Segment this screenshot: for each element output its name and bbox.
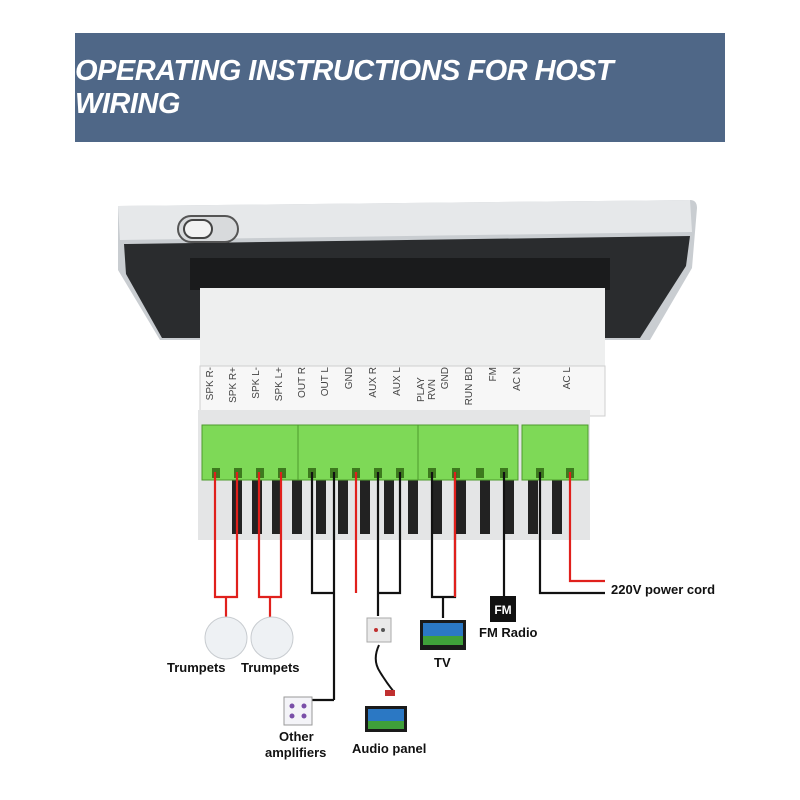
trumpet-speaker-2	[250, 616, 294, 660]
trumpets-label-2: Trumpets	[241, 660, 300, 675]
terminal-label: OUT R	[297, 367, 308, 398]
tv-wire	[430, 472, 457, 618]
terminal-label: AC L	[562, 367, 573, 390]
power-wire	[538, 472, 605, 595]
terminal-label: AC N	[512, 367, 523, 391]
terminal-label: SPK R-	[205, 367, 216, 401]
fm-radio-label: FM Radio	[479, 625, 538, 640]
amplifier-panel-icon	[283, 696, 313, 726]
terminal-label: PLAY RVN	[416, 377, 438, 403]
aux-wire-audio-panel	[376, 472, 402, 616]
terminal-label: SPK L+	[274, 367, 285, 402]
trumpet-speaker-1	[204, 616, 248, 660]
banner-title: OPERATING INSTRUCTIONS FOR HOST WIRING	[75, 54, 614, 120]
trumpets-label-1: Trumpets	[167, 660, 226, 675]
other-amplifiers-label-line2: amplifiers	[265, 745, 327, 760]
terminal-label: SPK R+	[228, 367, 239, 403]
audio-panel-label: Audio panel	[352, 741, 427, 756]
terminal-label: FM	[488, 367, 499, 382]
speaker-wire-left	[257, 472, 283, 618]
terminal-label: RUN BD	[464, 367, 475, 406]
tv-icon	[420, 620, 466, 650]
fm-icon-text: FM	[494, 603, 511, 617]
other-amplifiers-label-line1: Other	[279, 729, 314, 744]
slide-switch[interactable]	[177, 215, 239, 243]
fm-icon: FM	[490, 596, 516, 622]
terminal-label: SPK L-	[251, 367, 262, 399]
terminal-label: GND	[440, 367, 451, 390]
tv-label: TV	[434, 655, 451, 670]
speaker-wire-right	[213, 472, 239, 618]
audio-socket-icon	[366, 617, 395, 696]
title-banner: OPERATING INSTRUCTIONS FOR HOST WIRING	[75, 33, 725, 142]
terminal-label: AUX L	[392, 367, 403, 396]
power-cord-label: 220V power cord	[611, 582, 716, 597]
out-wire-amplifier	[310, 472, 358, 702]
terminal-label: AUX R	[368, 367, 379, 398]
terminal-label: OUT L	[320, 367, 331, 397]
terminal-label: GND	[344, 367, 355, 390]
terminal-block-power	[521, 424, 589, 481]
audio-panel-screen-icon	[365, 706, 407, 732]
